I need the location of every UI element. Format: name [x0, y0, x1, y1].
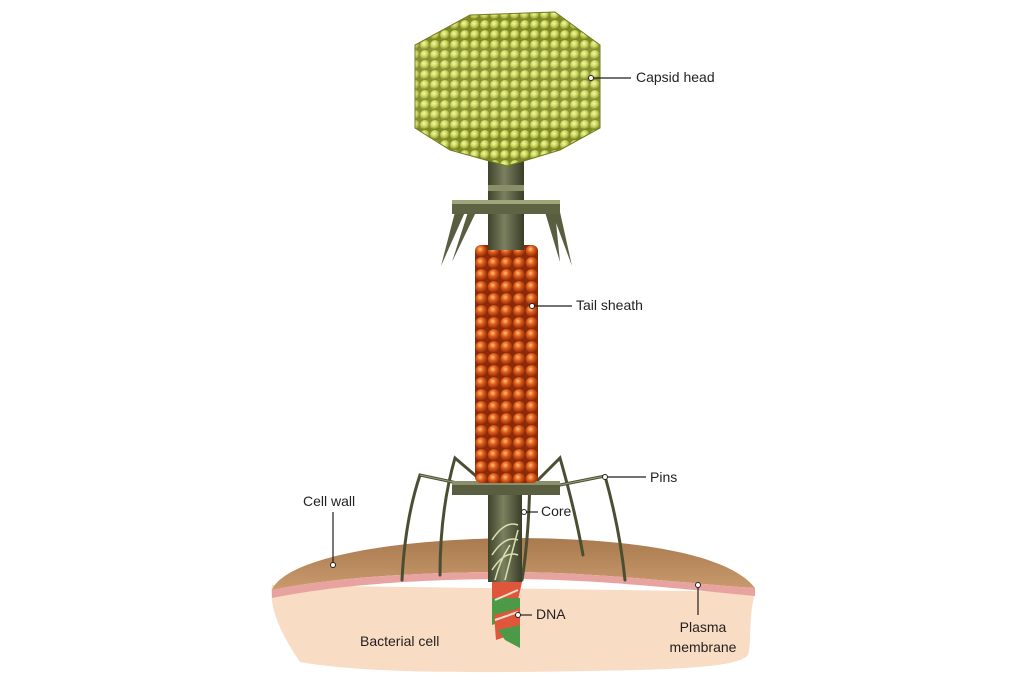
tail-sheath [475, 245, 538, 483]
label-plasma-membrane-line2: membrane [669, 639, 737, 655]
label-dna: DNA [536, 606, 566, 622]
plasma-membrane [272, 572, 755, 598]
collar-spikes [441, 212, 572, 266]
label-core: Core [541, 503, 572, 519]
label-tail-sheath: Tail sheath [576, 297, 643, 313]
label-bacterial-cell: Bacterial cell [360, 633, 440, 649]
label-cell-wall: Cell wall [303, 493, 356, 509]
label-plasma-membrane-line1: Plasma [679, 619, 727, 635]
label-capsid-head: Capsid head [636, 69, 715, 85]
leader-dots [330, 75, 701, 618]
label-pins: Pins [650, 469, 678, 485]
capsid-head [414, 11, 601, 167]
dna-helix [492, 582, 522, 648]
